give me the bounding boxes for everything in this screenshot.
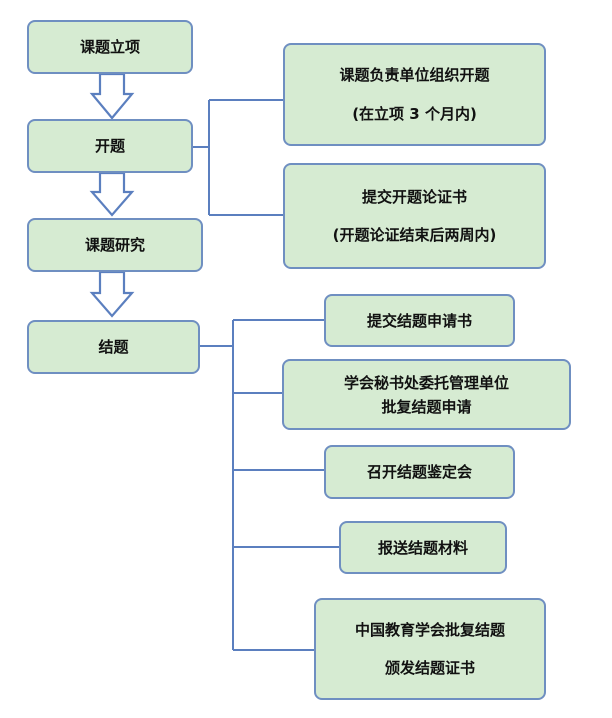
step-line2: 批复结题申请 — [381, 397, 472, 416]
step-line2: (开题论证结束后两周内) — [332, 226, 497, 244]
conclusion-step-issue-certificate: 中国教育学会批复结题 颁发结题证书 — [314, 598, 546, 700]
down-arrow-3 — [89, 270, 135, 318]
stage-opening: 开题 — [27, 119, 193, 173]
down-arrow-1 — [89, 72, 135, 120]
step-line1: 报送结题材料 — [377, 538, 468, 557]
stage-label: 课题研究 — [84, 236, 145, 254]
down-arrow-2 — [89, 171, 135, 217]
opening-step-submit-report: 提交开题论证书 (开题论证结束后两周内) — [283, 163, 546, 269]
stage-label: 结题 — [98, 338, 129, 356]
step-line2: 颁发结题证书 — [384, 659, 475, 677]
step-line2: (在立项 3 个月内) — [352, 104, 477, 123]
stage-label: 开题 — [94, 137, 125, 155]
step-line1: 提交结题申请书 — [366, 311, 472, 330]
stage-topic-approval: 课题立项 — [27, 20, 193, 74]
opening-step-organize: 课题负责单位组织开题 (在立项 3 个月内) — [283, 43, 546, 146]
stage-conclusion: 结题 — [27, 320, 200, 374]
conclusion-step-submit-application: 提交结题申请书 — [324, 294, 515, 347]
step-line1: 中国教育学会批复结题 — [354, 620, 505, 639]
stage-label: 课题立项 — [79, 38, 140, 56]
step-line1: 提交开题论证书 — [361, 187, 467, 206]
stage-research: 课题研究 — [27, 218, 203, 272]
step-line1: 召开结题鉴定会 — [366, 463, 472, 481]
step-line1: 课题负责单位组织开题 — [339, 66, 490, 85]
conclusion-step-appraisal-meeting: 召开结题鉴定会 — [324, 445, 515, 499]
step-line1: 学会秘书处委托管理单位 — [343, 373, 509, 392]
conclusion-step-submit-materials: 报送结题材料 — [339, 521, 507, 574]
conclusion-step-approve-application: 学会秘书处委托管理单位 批复结题申请 — [282, 359, 571, 430]
